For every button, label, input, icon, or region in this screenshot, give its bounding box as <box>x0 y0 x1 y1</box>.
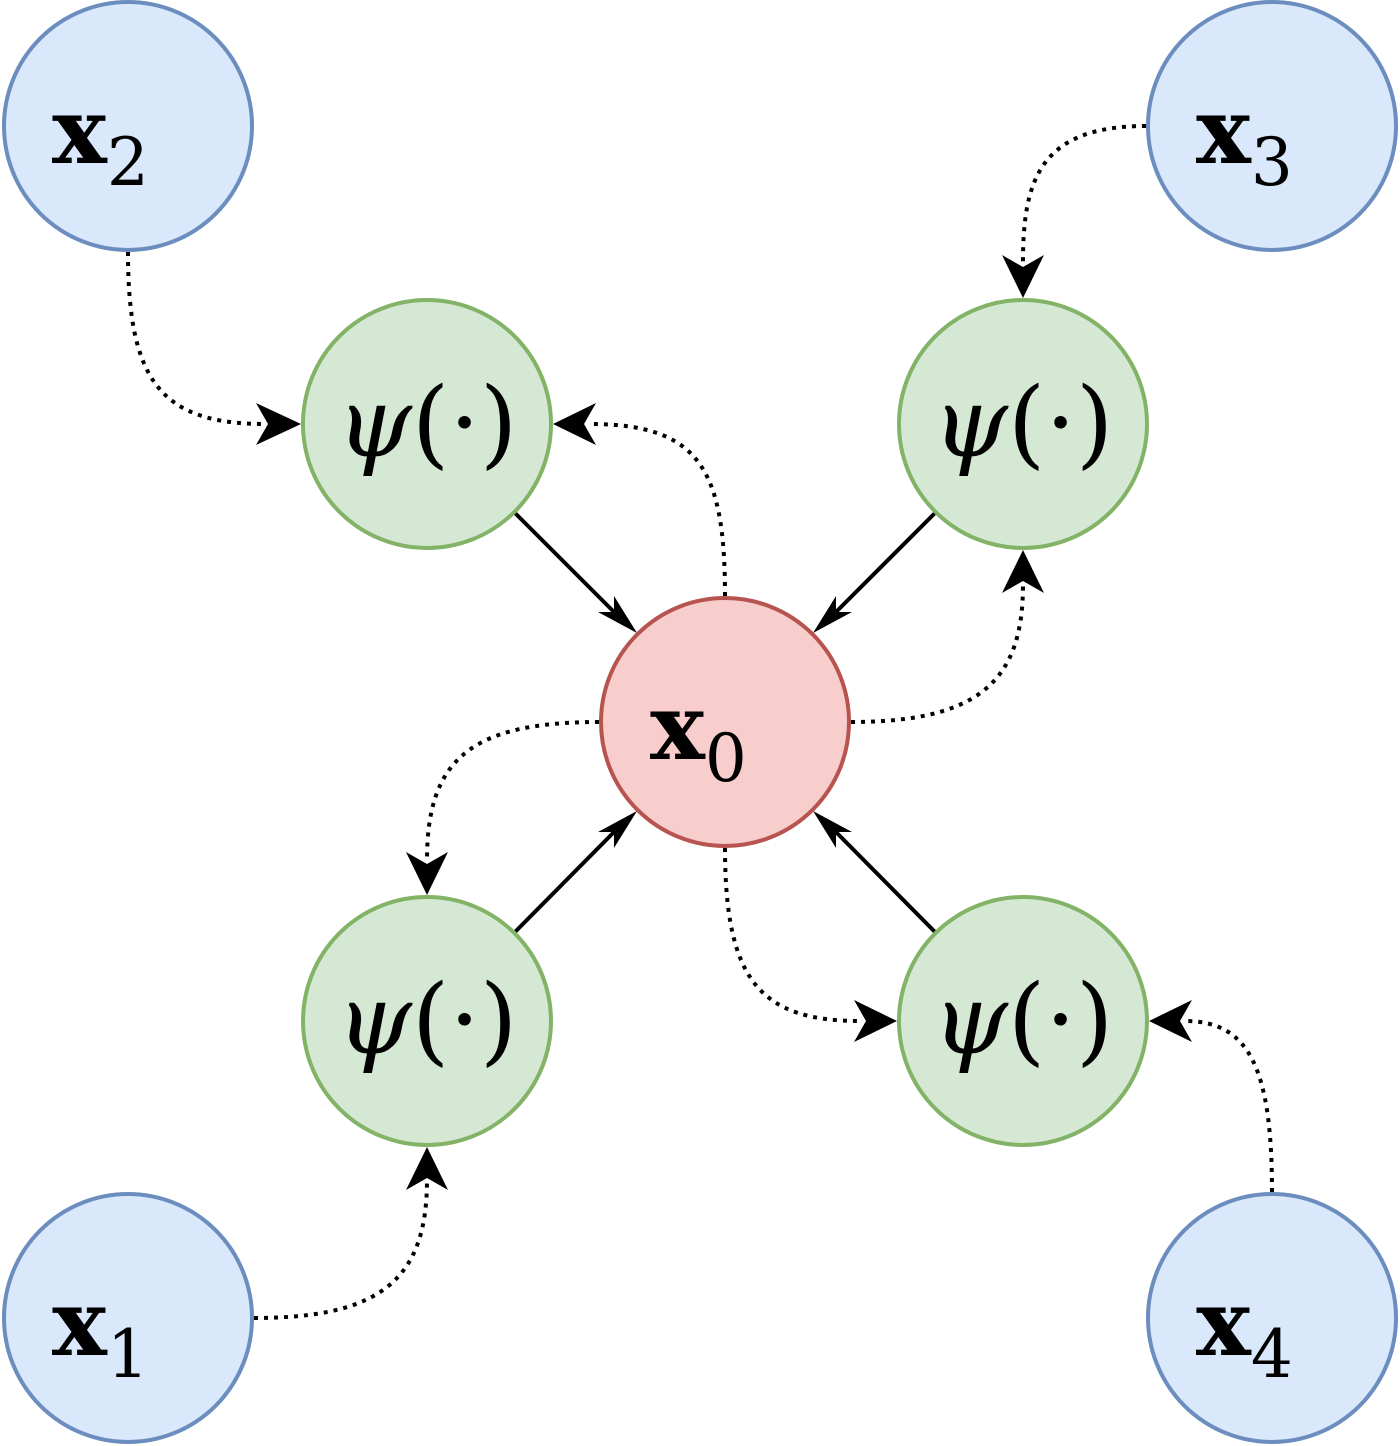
edge-x3-to-psi-tr <box>1021 124 1147 263</box>
edge-x4-to-psi-br <box>1184 1019 1274 1193</box>
node-psi-bottom-right: ψ(·) <box>897 895 1149 1147</box>
node-x1: x1 <box>2 1192 254 1444</box>
edge-x1-to-psi-bl <box>253 1179 429 1320</box>
node-x3: x3 <box>1146 0 1398 252</box>
dotted-arrowheads <box>256 255 1192 1190</box>
arrowhead-x0-from-br <box>813 811 852 848</box>
arrowhead-psi-bl-top <box>406 852 448 895</box>
node-psi-bottom-left: ψ(·) <box>301 895 553 1147</box>
node-x1-label: x1 <box>52 1269 149 1393</box>
arrowhead-psi-tr-bottom <box>1002 550 1044 593</box>
psi-bottom-left-label: ψ(·) <box>337 964 518 1076</box>
edge-x2-to-psi-tl <box>126 251 266 426</box>
arrowhead-psi-bl-bottom <box>406 1147 448 1190</box>
edge-x0-to-psi-tr <box>850 584 1025 724</box>
arrowhead-psi-br-left <box>854 1000 897 1042</box>
edge-psi-br-to-x0 <box>828 824 937 934</box>
arrowhead-psi-br-right <box>1149 1000 1192 1042</box>
arrowhead-psi-tr-top <box>1002 255 1044 298</box>
arrowhead-psi-tl-right <box>553 403 596 445</box>
node-x4: x4 <box>1146 1192 1398 1444</box>
edge-x0-to-psi-bl <box>425 720 600 861</box>
arrowhead-x0-from-tr <box>813 596 852 633</box>
edge-psi-tr-to-x0 <box>828 511 937 620</box>
node-psi-top-left: ψ(·) <box>301 298 553 550</box>
node-x0: x0 <box>599 596 851 848</box>
arrowhead-psi-tl-left <box>256 403 301 445</box>
psi-top-left-label: ψ(·) <box>337 367 518 479</box>
edge-psi-tl-to-x0 <box>513 511 622 620</box>
edges-dotted <box>126 124 1274 1320</box>
edge-psi-bl-to-x0 <box>513 824 622 934</box>
node-x0-label: x0 <box>650 673 747 797</box>
arrowhead-x0-from-bl <box>598 811 637 848</box>
edge-x0-to-psi-br <box>723 847 861 1023</box>
psi-bottom-right-label: ψ(·) <box>933 964 1114 1076</box>
edges-solid <box>513 511 937 934</box>
node-x2: x2 <box>2 0 254 252</box>
node-x2-label: x2 <box>52 77 149 201</box>
arrowhead-x0-from-tl <box>598 596 637 633</box>
psi-top-right-label: ψ(·) <box>933 367 1114 479</box>
edge-x0-to-psi-tl <box>589 422 727 597</box>
node-x4-label: x4 <box>1196 1269 1293 1393</box>
node-psi-top-right: ψ(·) <box>897 298 1149 550</box>
node-x3-label: x3 <box>1196 77 1293 201</box>
